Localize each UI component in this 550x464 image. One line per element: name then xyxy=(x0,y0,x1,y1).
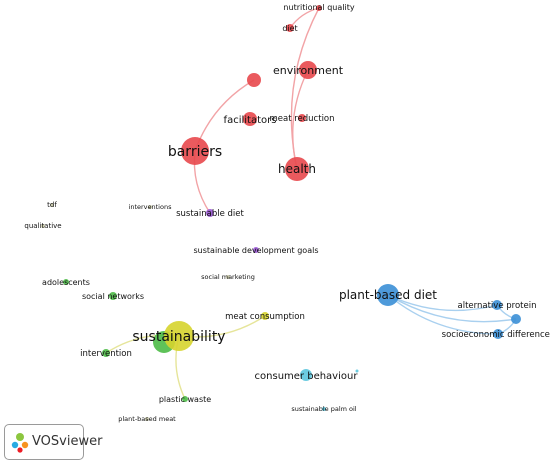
node-qualitative[interactable] xyxy=(41,224,45,228)
node-consumer-behaviour[interactable] xyxy=(300,369,312,381)
label-adolescents: adolescents xyxy=(42,278,90,287)
node-socioeconomic-differences[interactable] xyxy=(493,329,503,339)
lightblue-dot[interactable] xyxy=(355,369,359,373)
label-qualitative: qualitative xyxy=(24,222,61,230)
link-plant-based-diet-socioeconomic-differences xyxy=(387,294,499,335)
node-plant-based-meat[interactable] xyxy=(145,417,149,421)
node-barriers[interactable] xyxy=(181,137,209,165)
label-health: health xyxy=(278,162,316,176)
label-sustainable-diet: sustainable diet xyxy=(176,209,244,219)
vosviewer-logo[interactable]: VOSviewer xyxy=(4,424,102,460)
node-meat-reduction[interactable] xyxy=(298,114,306,122)
nodes-layer xyxy=(41,5,521,421)
link-plant-based-diet-alternative-protein xyxy=(387,294,498,312)
label-plant-based-meat: plant-based meat xyxy=(118,415,176,423)
node-sustainability[interactable] xyxy=(164,321,194,351)
node-plastic-waste[interactable] xyxy=(182,396,188,402)
label-intervention: intervention xyxy=(80,349,132,359)
vosviewer-logo-text: VOSviewer xyxy=(32,434,103,449)
label-plant-based-diet: plant-based diet xyxy=(339,288,437,302)
node-intervention[interactable] xyxy=(102,349,110,357)
label-alternative-protein: alternative protein xyxy=(458,301,537,311)
node-nutritional-quality[interactable] xyxy=(316,5,322,11)
node-meat-consumption[interactable] xyxy=(261,312,269,320)
node-plant-based-diet[interactable] xyxy=(377,284,399,306)
node-red-unlabeled[interactable] xyxy=(247,73,261,87)
label-socioeconomic-differences: socioeconomic differences xyxy=(442,330,550,340)
label-meat-reduction: meat reduction xyxy=(269,114,334,124)
node-sustainable-palm-oil[interactable] xyxy=(322,407,326,411)
node-social-networks[interactable] xyxy=(109,292,117,300)
node-alternative-protein[interactable] xyxy=(492,300,502,310)
node-health[interactable] xyxy=(285,157,309,181)
label-interventions: interventions xyxy=(129,203,173,211)
labels-layer: nutritional quality diet environment facili… xyxy=(24,3,550,423)
label-social-marketing: social marketing xyxy=(201,273,255,281)
label-meat-consumption: meat consumption xyxy=(225,312,305,322)
label-environment: environment xyxy=(273,64,344,77)
node-facilitators[interactable] xyxy=(243,112,257,126)
label-facilitators: facilitators xyxy=(224,115,277,126)
label-sustainability: sustainability xyxy=(132,329,225,345)
label-plastic-waste: plastic waste xyxy=(159,395,211,404)
label-nutritional-quality: nutritional quality xyxy=(283,3,354,12)
label-diet: diet xyxy=(282,24,297,33)
label-sdg: sustainable development goals xyxy=(194,246,319,255)
node-social-marketing[interactable] xyxy=(226,275,230,279)
node-sdg[interactable] xyxy=(253,247,259,253)
node-interventions[interactable] xyxy=(148,205,152,209)
vosviewer-logo-icon xyxy=(11,433,29,453)
label-social-networks: social networks xyxy=(82,292,144,301)
node-sustainable-diet[interactable] xyxy=(206,209,214,217)
node-blue-unlabeled[interactable] xyxy=(511,314,521,324)
label-consumer-behaviour: consumer behaviour xyxy=(255,371,359,382)
node-environment[interactable] xyxy=(299,61,317,79)
link-plant-based-diet-blue-unlabeled xyxy=(387,294,517,323)
node-adolescents[interactable] xyxy=(63,279,69,285)
label-tdf: tdf xyxy=(47,201,57,209)
node-tdf[interactable] xyxy=(50,203,54,207)
node-diet[interactable] xyxy=(286,24,294,32)
label-sustainable-palm-oil: sustainable palm oil xyxy=(291,405,356,413)
label-barriers: barriers xyxy=(168,144,222,160)
